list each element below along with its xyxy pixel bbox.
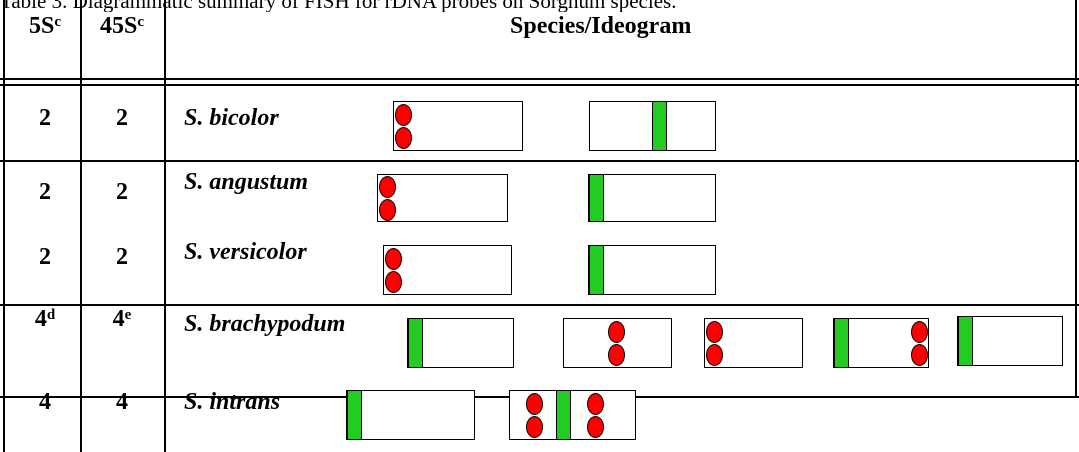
45s-rdna-site	[589, 246, 604, 294]
chromosome-ideogram	[957, 316, 1063, 366]
5s-rdna-site	[526, 416, 543, 438]
5s-rdna-site	[911, 321, 928, 343]
chromosome-ideogram	[509, 390, 636, 440]
45s-rdna-site	[408, 319, 423, 367]
5s-rdna-site	[911, 344, 928, 366]
45s-rdna-site	[556, 391, 571, 439]
species-name: S. versicolor	[184, 239, 307, 265]
species-name: S. bicolor	[184, 105, 279, 131]
species-name: S. angustum	[184, 169, 309, 195]
chromosome-ideogram	[377, 174, 508, 222]
cell-45s-count: 4	[116, 389, 128, 415]
species-name: S. intrans	[184, 389, 281, 415]
chromosome-ideogram	[588, 174, 716, 222]
5s-rdna-site	[385, 248, 402, 270]
5s-rdna-site	[385, 271, 402, 293]
45s-rdna-site	[347, 391, 362, 439]
grid-line	[80, 0, 82, 452]
chromosome-ideogram	[407, 318, 514, 368]
5s-rdna-site	[608, 321, 625, 343]
chromosome-ideogram	[563, 318, 672, 368]
grid-line	[0, 84, 1079, 86]
5s-rdna-site	[395, 104, 412, 126]
5s-rdna-site	[587, 416, 604, 438]
grid-line	[3, 0, 5, 452]
5s-rdna-site	[706, 321, 723, 343]
species-name: S. brachypodum	[184, 311, 346, 337]
chromosome-ideogram	[833, 318, 929, 368]
5s-rdna-site	[526, 393, 543, 415]
cell-45s-count: 4e	[112, 306, 132, 332]
grid-line	[0, 78, 1079, 80]
5s-rdna-site	[379, 176, 396, 198]
cell-45s-count: 2	[116, 244, 128, 270]
grid-line	[0, 160, 1079, 162]
chromosome-ideogram	[588, 245, 716, 295]
45s-rdna-site	[589, 175, 604, 221]
header-species-ideogram: Species/Ideogram	[510, 13, 692, 39]
5s-rdna-site	[608, 344, 625, 366]
5s-rdna-site	[395, 127, 412, 149]
cell-5s-count: 4d	[34, 306, 56, 332]
cell-45s-count: 2	[116, 105, 128, 131]
chromosome-ideogram	[704, 318, 803, 368]
cell-5s-count: 2	[39, 105, 51, 131]
chromosome-ideogram	[346, 390, 475, 440]
45s-rdna-site	[834, 319, 849, 367]
cell-45s-count: 2	[116, 179, 128, 205]
45s-rdna-site	[652, 102, 667, 150]
chromosome-ideogram	[383, 245, 512, 295]
grid-line	[164, 0, 166, 452]
header-5s: 5Sc	[28, 13, 62, 39]
cell-5s-count: 2	[39, 244, 51, 270]
chromosome-ideogram	[589, 101, 716, 151]
grid-line	[1075, 0, 1077, 398]
grid-line	[0, 304, 1079, 306]
chromosome-ideogram	[393, 101, 523, 151]
5s-rdna-site	[379, 199, 396, 221]
45s-rdna-site	[958, 317, 973, 365]
cell-5s-count: 4	[39, 389, 51, 415]
5s-rdna-site	[587, 393, 604, 415]
table-caption: Table 3. Diagrammatic summary of FISH fo…	[0, 0, 677, 12]
cell-5s-count: 2	[39, 179, 51, 205]
5s-rdna-site	[706, 344, 723, 366]
header-45s: 45Sc	[99, 13, 145, 39]
